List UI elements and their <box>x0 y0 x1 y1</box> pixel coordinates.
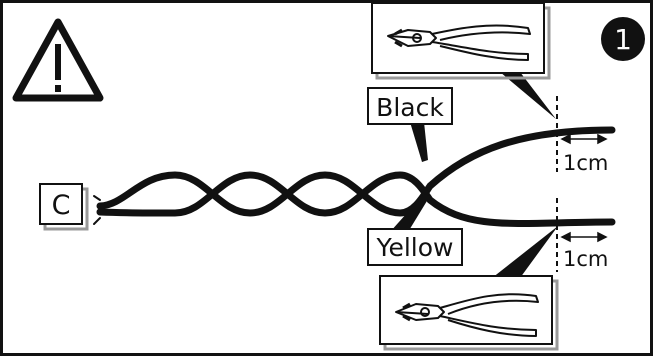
step-badge: 1 <box>601 17 645 61</box>
cutter-callout-top <box>371 2 556 119</box>
wire-cutter-icon <box>395 293 539 337</box>
wire-cutter-icon <box>387 24 531 61</box>
svg-text:C: C <box>52 190 71 221</box>
measure-arrow-top <box>560 133 608 145</box>
cutter-callout-bottom <box>379 226 559 351</box>
step-number: 1 <box>614 23 632 56</box>
wire-label-black: Black <box>367 87 453 162</box>
connector-label: C <box>39 183 89 231</box>
svg-text:Yellow: Yellow <box>376 233 454 262</box>
measure-label-top: 1cm <box>563 151 608 175</box>
wire-label-yellow: Yellow <box>367 194 463 266</box>
twisted-wire-pair <box>93 126 616 227</box>
measure-arrow-bottom <box>560 231 608 243</box>
svg-text:Black: Black <box>376 93 444 122</box>
warning-triangle-icon <box>12 18 104 102</box>
measure-label-bottom: 1cm <box>563 247 608 271</box>
